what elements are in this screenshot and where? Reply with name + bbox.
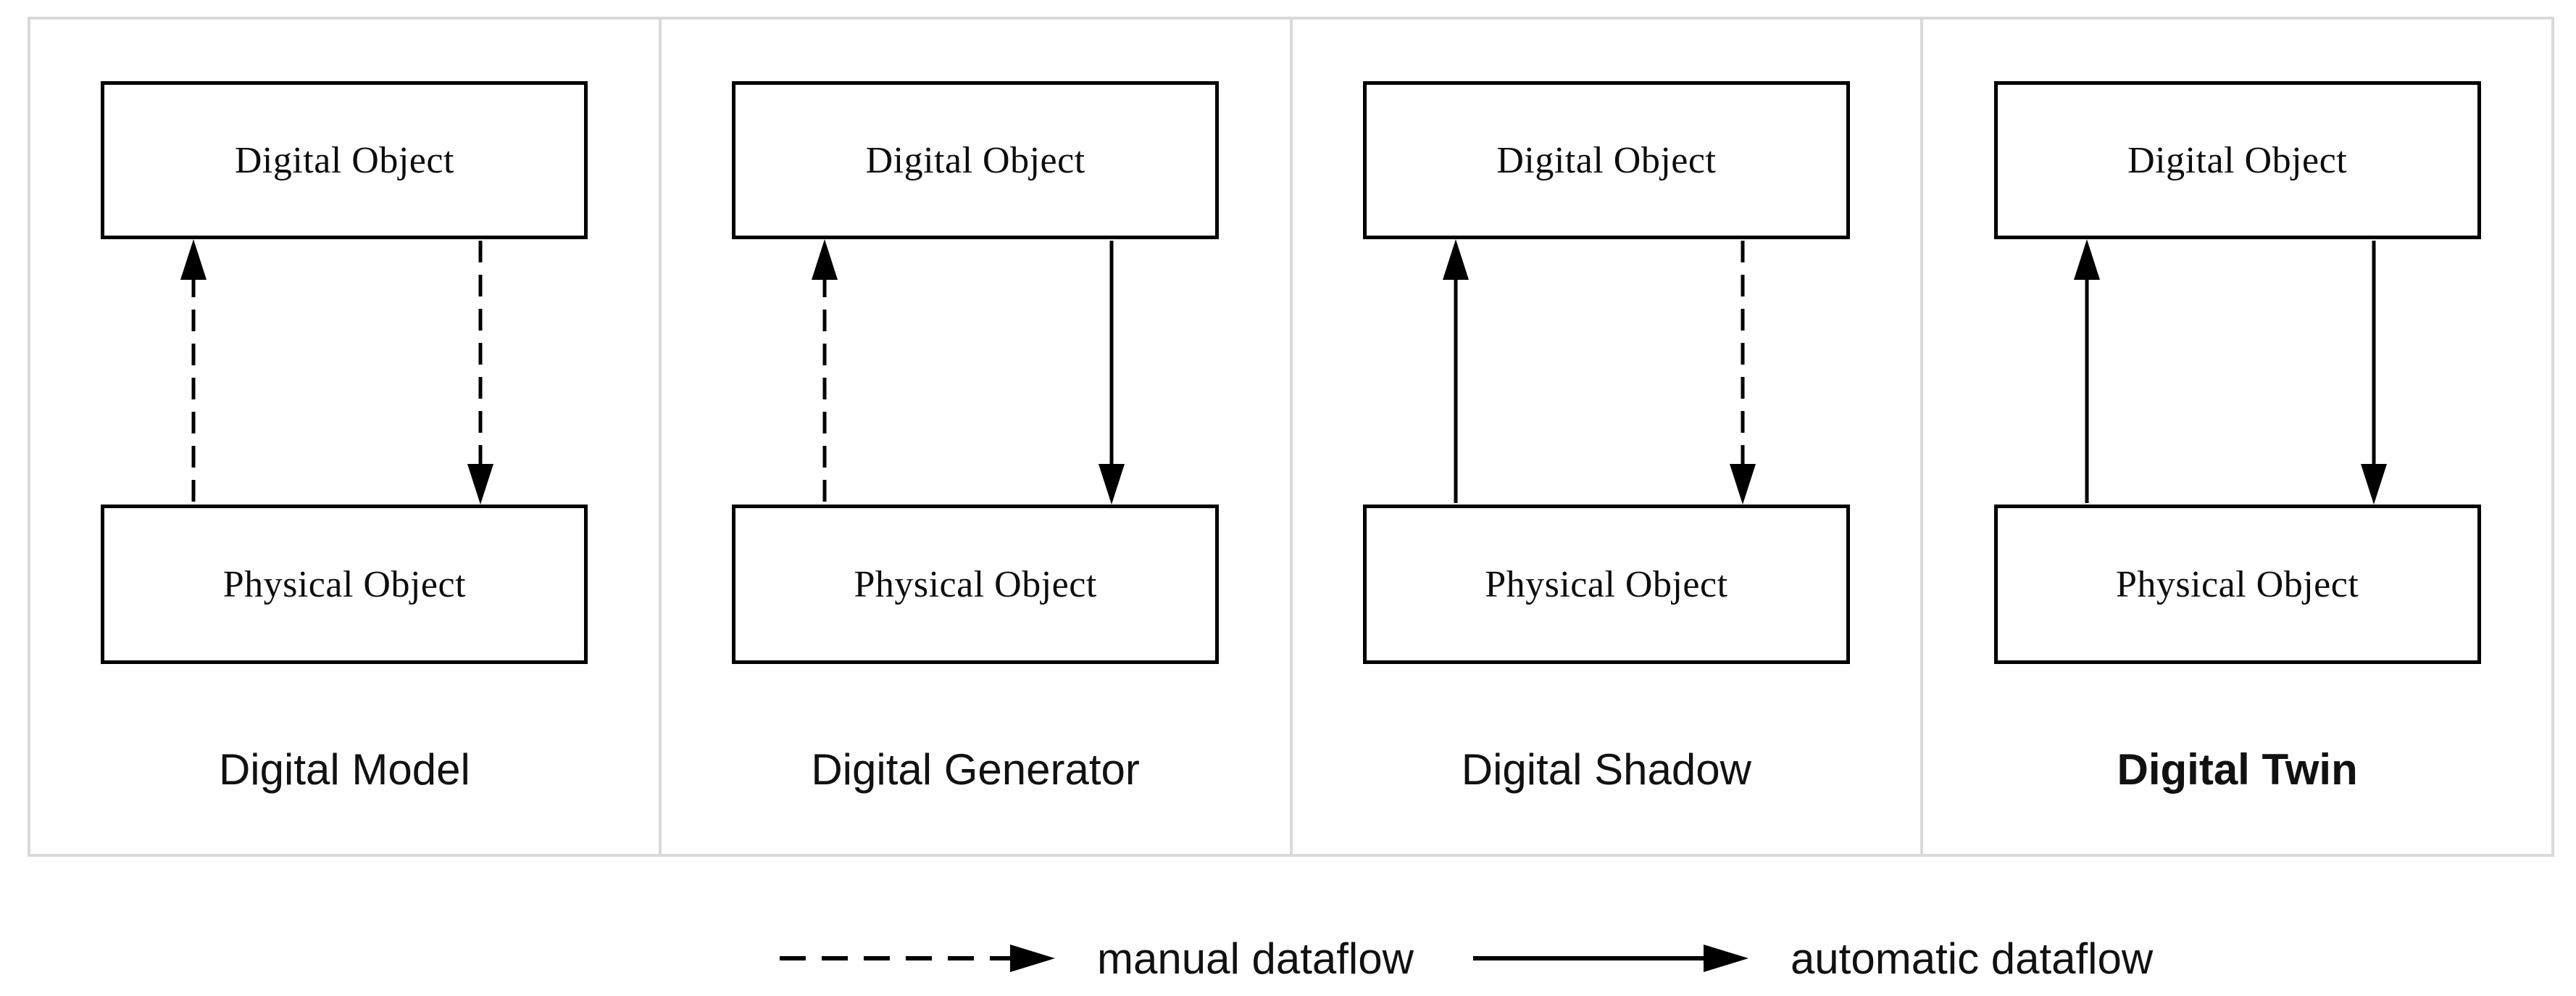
arrow-shaft bbox=[191, 275, 196, 503]
upward-dataflow-arrow bbox=[1442, 239, 1469, 505]
digital-object-box: Digital Object bbox=[101, 81, 588, 239]
physical-object-label: Physical Object bbox=[854, 563, 1097, 605]
legend-item-manual: manual dataflow bbox=[780, 934, 1414, 984]
digital-object-box: Digital Object bbox=[732, 81, 1220, 239]
legend-item-automatic: automatic dataflow bbox=[1472, 934, 2154, 984]
downward-dataflow-arrow bbox=[1729, 239, 1756, 505]
panel-caption: Digital Twin bbox=[2117, 745, 2358, 794]
panel-digital-shadow: Digital Object Physical Object Digital S… bbox=[1289, 20, 1921, 854]
panel-digital-generator: Digital Object Physical Object Digital G… bbox=[658, 20, 1290, 854]
panel-caption: Digital Generator bbox=[811, 745, 1140, 794]
dataflow-legend: manual dataflow automatic dataflow bbox=[780, 932, 2153, 984]
legend-line bbox=[1472, 956, 1708, 960]
upward-dataflow-arrow bbox=[2073, 239, 2100, 505]
arrow-shaft bbox=[1454, 275, 1458, 503]
arrowhead-down-icon bbox=[1729, 464, 1756, 505]
arrow-shaft bbox=[2372, 241, 2376, 468]
panels-frame: Digital Object Physical Object Digital M… bbox=[28, 17, 2554, 857]
legend-line bbox=[780, 956, 1014, 960]
solid-arrow-icon bbox=[1472, 945, 1748, 972]
arrow-shaft bbox=[1109, 241, 1114, 468]
arrowhead-right-icon bbox=[1703, 945, 1748, 972]
arrowhead-up-icon bbox=[1442, 239, 1469, 280]
arrowhead-up-icon bbox=[2073, 239, 2100, 280]
arrowhead-up-icon bbox=[812, 239, 838, 280]
arrowhead-right-icon bbox=[1010, 945, 1055, 972]
arrowhead-down-icon bbox=[467, 464, 494, 505]
downward-dataflow-arrow bbox=[467, 239, 494, 505]
digital-object-label: Digital Object bbox=[1496, 139, 1717, 181]
arrow-shaft bbox=[478, 241, 483, 468]
upward-dataflow-arrow bbox=[812, 239, 838, 505]
physical-object-label: Physical Object bbox=[1485, 563, 1728, 605]
panel-digital-twin: Digital Object Physical Object Digital T… bbox=[1920, 20, 2551, 854]
downward-dataflow-arrow bbox=[2360, 239, 2387, 505]
physical-object-box: Physical Object bbox=[1993, 505, 2481, 664]
physical-object-box: Physical Object bbox=[1362, 505, 1850, 664]
arrow-shaft bbox=[822, 275, 827, 503]
legend-label: manual dataflow bbox=[1097, 934, 1414, 983]
downward-dataflow-arrow bbox=[1099, 239, 1125, 505]
arrowhead-down-icon bbox=[2360, 464, 2387, 505]
arrowhead-up-icon bbox=[180, 239, 207, 280]
dashed-arrow-icon bbox=[780, 945, 1055, 972]
arrow-shaft bbox=[2085, 275, 2089, 503]
physical-object-label: Physical Object bbox=[222, 563, 467, 605]
digital-object-box: Digital Object bbox=[1993, 81, 2481, 239]
physical-object-label: Physical Object bbox=[2115, 563, 2359, 605]
panel-caption: Digital Shadow bbox=[1461, 745, 1751, 794]
upward-dataflow-arrow bbox=[180, 239, 207, 505]
digital-object-box: Digital Object bbox=[1362, 81, 1850, 239]
panel-digital-model: Digital Object Physical Object Digital M… bbox=[30, 20, 659, 854]
physical-object-box: Physical Object bbox=[101, 505, 588, 664]
digital-object-label: Digital Object bbox=[2127, 139, 2348, 181]
arrow-shaft bbox=[1741, 241, 1745, 468]
digital-object-label: Digital Object bbox=[865, 139, 1085, 181]
panel-caption: Digital Model bbox=[218, 745, 470, 794]
physical-object-box: Physical Object bbox=[732, 505, 1220, 664]
legend-label: automatic dataflow bbox=[1790, 934, 2154, 983]
arrowhead-down-icon bbox=[1099, 464, 1125, 505]
digital-object-label: Digital Object bbox=[234, 139, 454, 181]
